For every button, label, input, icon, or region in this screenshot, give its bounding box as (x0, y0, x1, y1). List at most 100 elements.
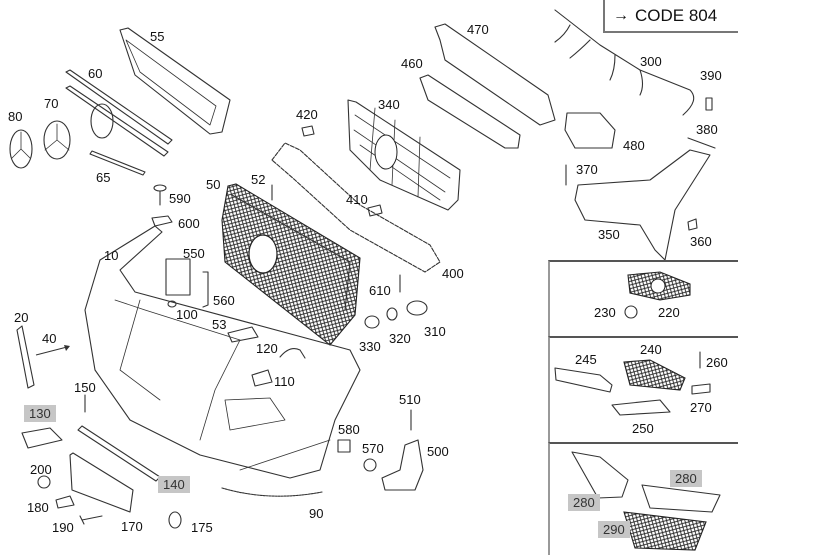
clip-420[interactable] (301, 125, 315, 137)
drl-lamp-250[interactable] (611, 399, 671, 416)
part-53[interactable] (227, 326, 259, 343)
main-grille-part[interactable] (221, 183, 361, 346)
part-200[interactable] (37, 475, 51, 489)
trim-strip-65[interactable] (89, 150, 146, 176)
grille-slats-part[interactable] (65, 69, 173, 157)
clip-175[interactable] (168, 511, 182, 529)
pin-40[interactable] (35, 346, 68, 356)
clip-580[interactable] (337, 439, 351, 453)
grille-insert-340[interactable] (347, 99, 461, 211)
absorber-460[interactable] (419, 74, 521, 149)
label-150[interactable]: 150 (74, 380, 96, 395)
clip-270[interactable] (691, 383, 711, 395)
label-390[interactable]: 390 (700, 68, 722, 83)
strip-380[interactable] (687, 137, 716, 149)
label-190[interactable]: 190 (52, 520, 74, 535)
clip-180[interactable] (55, 495, 75, 509)
cover-110[interactable] (251, 369, 273, 387)
label-10[interactable]: 10 (104, 248, 119, 263)
clip-390[interactable] (705, 97, 713, 111)
label-270[interactable]: 270 (690, 400, 712, 415)
label-50[interactable]: 50 (206, 177, 221, 192)
label-140[interactable]: 140 (158, 476, 190, 493)
label-310[interactable]: 310 (424, 324, 446, 339)
label-200[interactable]: 200 (30, 462, 52, 477)
bracket-500[interactable] (381, 439, 424, 491)
label-130[interactable]: 130 (24, 405, 56, 422)
label-80[interactable]: 80 (8, 109, 23, 124)
label-90[interactable]: 90 (309, 506, 324, 521)
module-550[interactable] (165, 258, 191, 296)
label-510[interactable]: 510 (399, 392, 421, 407)
clip-600[interactable] (151, 215, 173, 227)
plate-170[interactable] (69, 452, 134, 513)
label-250[interactable]: 250 (632, 421, 654, 436)
label-220[interactable]: 220 (658, 305, 680, 320)
label-70[interactable]: 70 (44, 96, 59, 111)
strip-140[interactable] (77, 425, 161, 482)
label-550[interactable]: 550 (183, 246, 205, 261)
ring-320[interactable] (386, 307, 398, 321)
trim-280-left[interactable] (571, 451, 629, 499)
bracket-560[interactable] (202, 271, 209, 308)
mesh-290[interactable] (623, 511, 707, 551)
label-320[interactable]: 320 (389, 331, 411, 346)
harness-300[interactable] (554, 9, 695, 116)
screw-590[interactable] (153, 184, 167, 206)
sensor-330[interactable] (364, 315, 380, 329)
label-280-left[interactable]: 280 (568, 494, 600, 511)
strip-90[interactable] (221, 487, 323, 497)
label-245[interactable]: 245 (575, 352, 597, 367)
label-420[interactable]: 420 (296, 107, 318, 122)
sensor-310[interactable] (406, 300, 428, 316)
label-53[interactable]: 53 (212, 317, 227, 332)
bracket-480[interactable] (564, 112, 616, 149)
label-65[interactable]: 65 (96, 170, 111, 185)
label-280-right[interactable]: 280 (670, 470, 702, 487)
label-175[interactable]: 175 (191, 520, 213, 535)
label-180[interactable]: 180 (27, 500, 49, 515)
bolt-570[interactable] (363, 458, 377, 472)
label-580[interactable]: 580 (338, 422, 360, 437)
label-590[interactable]: 590 (169, 191, 191, 206)
bolt-410[interactable] (367, 204, 383, 217)
label-380[interactable]: 380 (696, 122, 718, 137)
label-52[interactable]: 52 (251, 172, 266, 187)
label-120[interactable]: 120 (256, 341, 278, 356)
star-emblem-70[interactable] (43, 120, 71, 160)
beam-470[interactable] (434, 23, 556, 126)
label-600[interactable]: 600 (178, 216, 200, 231)
label-300[interactable]: 300 (640, 54, 662, 69)
label-370[interactable]: 370 (576, 162, 598, 177)
bracket-130[interactable] (21, 427, 63, 449)
label-460[interactable]: 460 (401, 56, 423, 71)
trim-280-right[interactable] (641, 484, 721, 513)
label-340[interactable]: 340 (378, 97, 400, 112)
label-470[interactable]: 470 (467, 22, 489, 37)
support-bar-400[interactable] (271, 142, 441, 273)
label-240[interactable]: 240 (640, 342, 662, 357)
bolt-190[interactable] (79, 515, 103, 525)
label-170[interactable]: 170 (121, 519, 143, 534)
ring-230[interactable] (624, 305, 638, 319)
wire-120[interactable] (279, 348, 306, 359)
label-110[interactable]: 110 (274, 374, 295, 389)
label-260[interactable]: 260 (706, 355, 728, 370)
light-cover-245[interactable] (554, 367, 613, 393)
label-480[interactable]: 480 (623, 138, 645, 153)
part-100[interactable] (167, 300, 177, 308)
label-570[interactable]: 570 (362, 441, 384, 456)
label-60[interactable]: 60 (88, 66, 103, 81)
label-500[interactable]: 500 (427, 444, 449, 459)
side-trim-20[interactable] (16, 325, 35, 389)
label-350[interactable]: 350 (598, 227, 620, 242)
label-55[interactable]: 55 (150, 29, 165, 44)
label-230[interactable]: 230 (594, 305, 616, 320)
clip-360[interactable] (687, 218, 698, 231)
label-610[interactable]: 610 (369, 283, 391, 298)
label-330[interactable]: 330 (359, 339, 381, 354)
label-100[interactable]: 100 (176, 307, 198, 322)
label-20[interactable]: 20 (14, 310, 29, 325)
label-410[interactable]: 410 (346, 192, 368, 207)
label-560[interactable]: 560 (213, 293, 235, 308)
